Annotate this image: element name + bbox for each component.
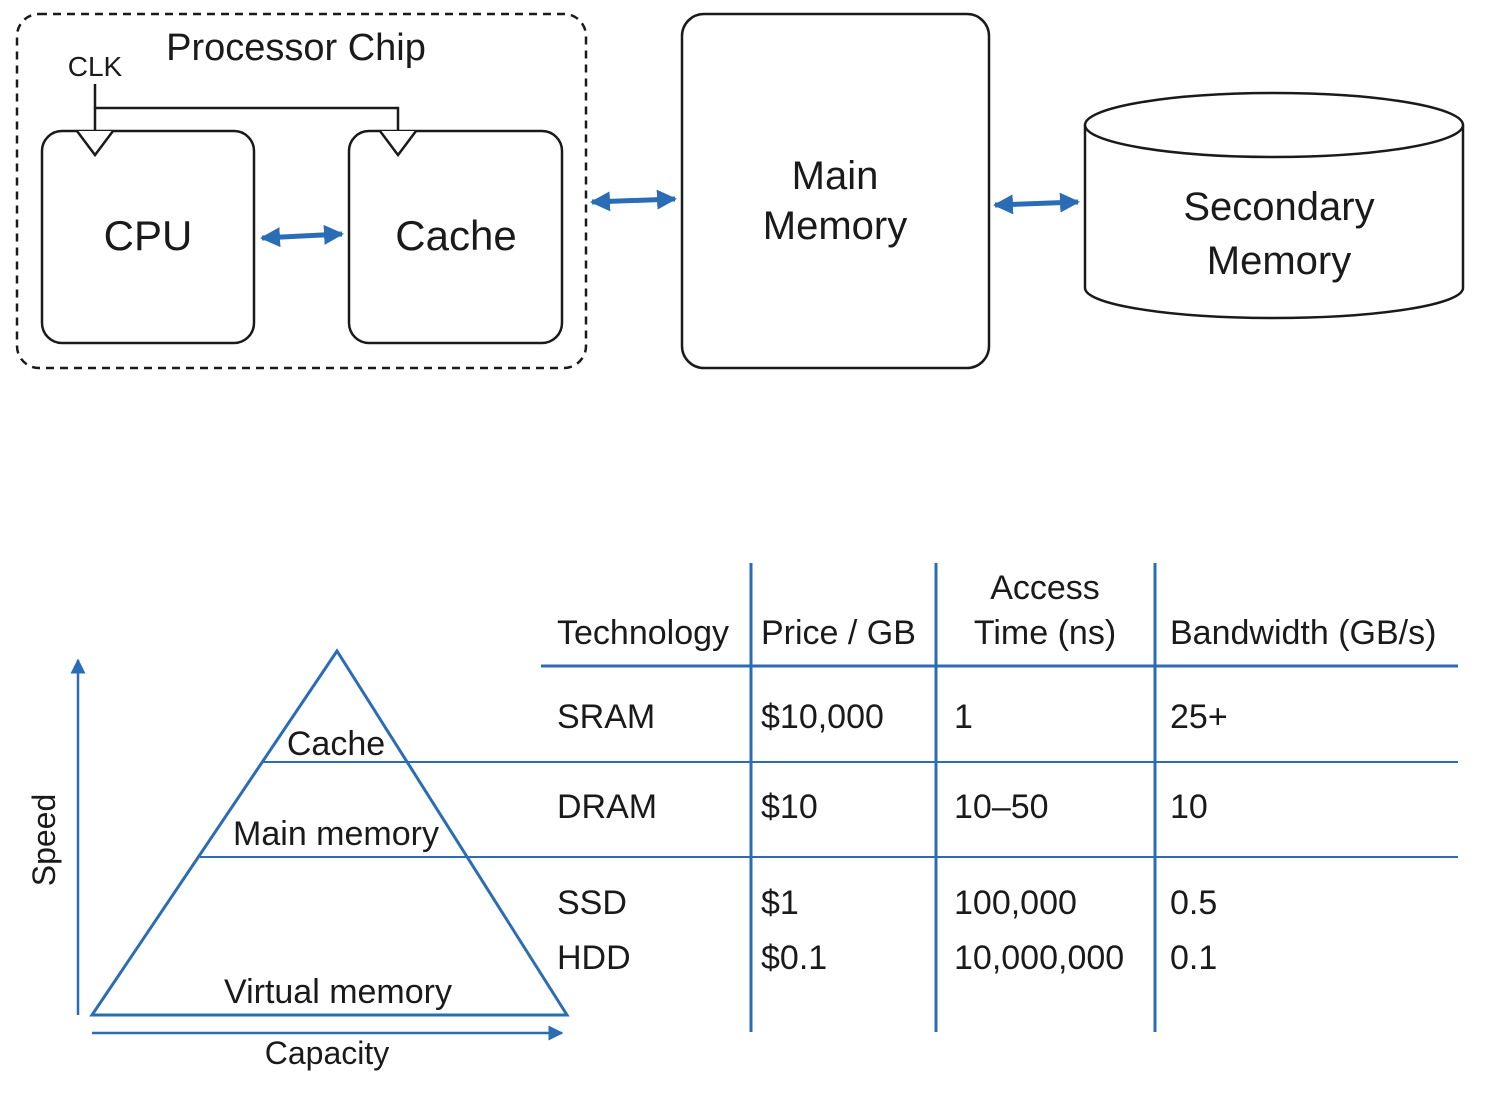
cell-bandwidth: 10 xyxy=(1170,788,1208,826)
cpu-clock-triangle-icon xyxy=(76,130,114,158)
processor-chip-label: Processor Chip xyxy=(166,27,426,69)
chip-main-memory-arrow-icon xyxy=(590,189,677,212)
secondary-memory-cylinder xyxy=(1083,91,1465,320)
cell-access-time: 100,000 xyxy=(954,884,1077,922)
pyramid-level-main-memory: Main memory xyxy=(233,815,439,853)
memory-pyramid xyxy=(89,648,570,1017)
cell-technology: SSD xyxy=(557,884,627,922)
main-secondary-arrow-icon xyxy=(993,192,1080,215)
header-access-line1: Access xyxy=(990,569,1100,607)
cpu-cache-arrow-icon xyxy=(260,224,344,248)
pyramid-level-virtual-memory: Virtual memory xyxy=(224,973,452,1011)
table-row: SRAM $10,000 1 25+ xyxy=(557,698,1228,736)
speed-axis-label: Speed xyxy=(26,794,62,887)
cpu-box xyxy=(40,129,256,345)
cell-price: $10,000 xyxy=(761,698,884,736)
capacity-axis-label: Capacity xyxy=(265,1035,390,1071)
cell-price: $10 xyxy=(761,788,818,826)
secondary-memory-label-line2: Memory xyxy=(1207,239,1351,283)
cell-access-time: 10–50 xyxy=(954,788,1049,826)
header-technology: Technology xyxy=(557,614,729,652)
pyramid-level-cache: Cache xyxy=(287,725,385,763)
cache-box xyxy=(347,129,564,345)
header-access-line2: Time (ns) xyxy=(974,614,1116,652)
header-bandwidth: Bandwidth (GB/s) xyxy=(1170,614,1436,652)
table-row: SSD $1 100,000 0.5 xyxy=(557,884,1217,922)
cell-access-time: 10,000,000 xyxy=(954,939,1124,977)
table-row: DRAM $10 10–50 10 xyxy=(557,788,1208,826)
clock-wire xyxy=(93,84,400,132)
processor-chip-boundary xyxy=(15,12,588,370)
cell-price: $1 xyxy=(761,884,799,922)
main-memory-label-line2: Memory xyxy=(763,204,907,248)
cell-technology: SRAM xyxy=(557,698,655,736)
secondary-memory-label-line1: Secondary xyxy=(1183,185,1374,229)
cell-price: $0.1 xyxy=(761,939,827,977)
cell-technology: DRAM xyxy=(557,788,657,826)
table-row: HDD $0.1 10,000,000 0.1 xyxy=(557,939,1217,977)
cell-bandwidth: 25+ xyxy=(1170,698,1228,736)
main-memory-label-line1: Main xyxy=(792,154,879,198)
cell-bandwidth: 0.5 xyxy=(1170,884,1217,922)
cache-clock-triangle-icon xyxy=(379,130,417,158)
main-memory-box xyxy=(680,12,991,370)
cell-technology: HDD xyxy=(557,939,631,977)
cell-access-time: 1 xyxy=(954,698,973,736)
cell-bandwidth: 0.1 xyxy=(1170,939,1217,977)
clk-label: CLK xyxy=(68,51,123,82)
table-grid xyxy=(200,563,1458,1032)
cache-label: Cache xyxy=(395,212,516,259)
header-price: Price / GB xyxy=(761,614,916,652)
cpu-label: CPU xyxy=(104,212,193,259)
